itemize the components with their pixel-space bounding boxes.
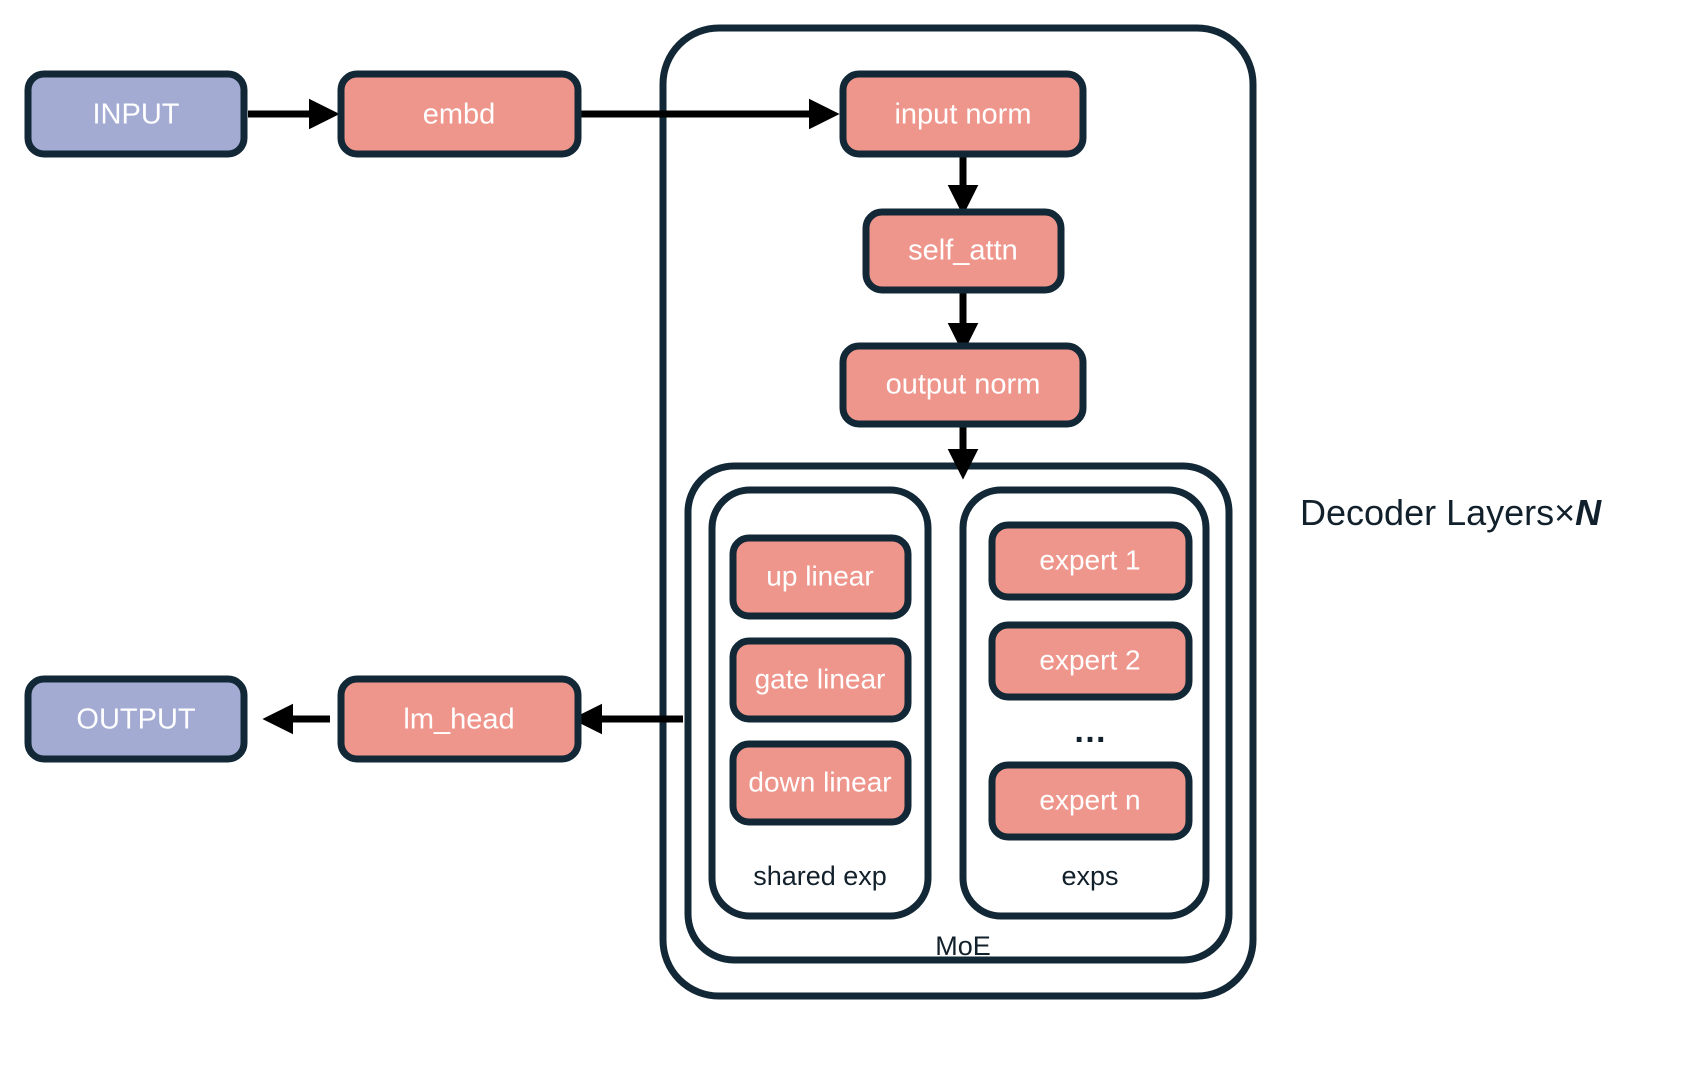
node-down-linear-label: down linear bbox=[748, 766, 891, 797]
node-lm-head-label: lm_head bbox=[403, 704, 514, 736]
node-up-linear-label: up linear bbox=[766, 560, 873, 591]
node-embd-label: embd bbox=[423, 99, 496, 131]
experts-ellipsis: … bbox=[1073, 712, 1107, 750]
node-expert-n-label: expert n bbox=[1039, 784, 1140, 815]
node-input-norm[interactable]: input norm bbox=[839, 70, 1087, 158]
node-self-attn[interactable]: self_attn bbox=[862, 208, 1065, 294]
node-expert-1[interactable]: expert 1 bbox=[988, 521, 1193, 601]
node-output-norm-label: output norm bbox=[886, 369, 1041, 401]
node-down-linear[interactable]: down linear bbox=[729, 740, 912, 826]
node-input-norm-label: input norm bbox=[894, 99, 1031, 131]
node-output-label: OUTPUT bbox=[76, 704, 196, 736]
node-expert-n[interactable]: expert n bbox=[988, 761, 1193, 841]
shared-expert-label: shared exp bbox=[753, 861, 887, 891]
node-expert-1-label: expert 1 bbox=[1039, 544, 1140, 575]
node-gate-linear[interactable]: gate linear bbox=[729, 637, 912, 723]
node-gate-linear-label: gate linear bbox=[755, 663, 886, 694]
node-expert-2-label: expert 2 bbox=[1039, 644, 1140, 675]
node-output[interactable]: OUTPUT bbox=[24, 675, 248, 763]
decoder-layers-caption: Decoder Layers×N bbox=[1300, 492, 1601, 534]
node-self-attn-label: self_attn bbox=[908, 235, 1018, 267]
node-input-label: INPUT bbox=[93, 99, 180, 131]
decoder-layers-caption-symbol: N bbox=[1575, 492, 1602, 533]
node-input[interactable]: INPUT bbox=[24, 70, 248, 158]
experts-label: exps bbox=[1061, 861, 1118, 891]
node-expert-2[interactable]: expert 2 bbox=[988, 621, 1193, 701]
node-embd[interactable]: embd bbox=[337, 70, 582, 158]
node-output-norm[interactable]: output norm bbox=[839, 342, 1087, 428]
moe-label: MoE bbox=[935, 931, 991, 961]
node-lm-head[interactable]: lm_head bbox=[337, 675, 582, 763]
node-up-linear[interactable]: up linear bbox=[729, 534, 912, 620]
decoder-layers-caption-text: Decoder Layers× bbox=[1300, 492, 1576, 533]
